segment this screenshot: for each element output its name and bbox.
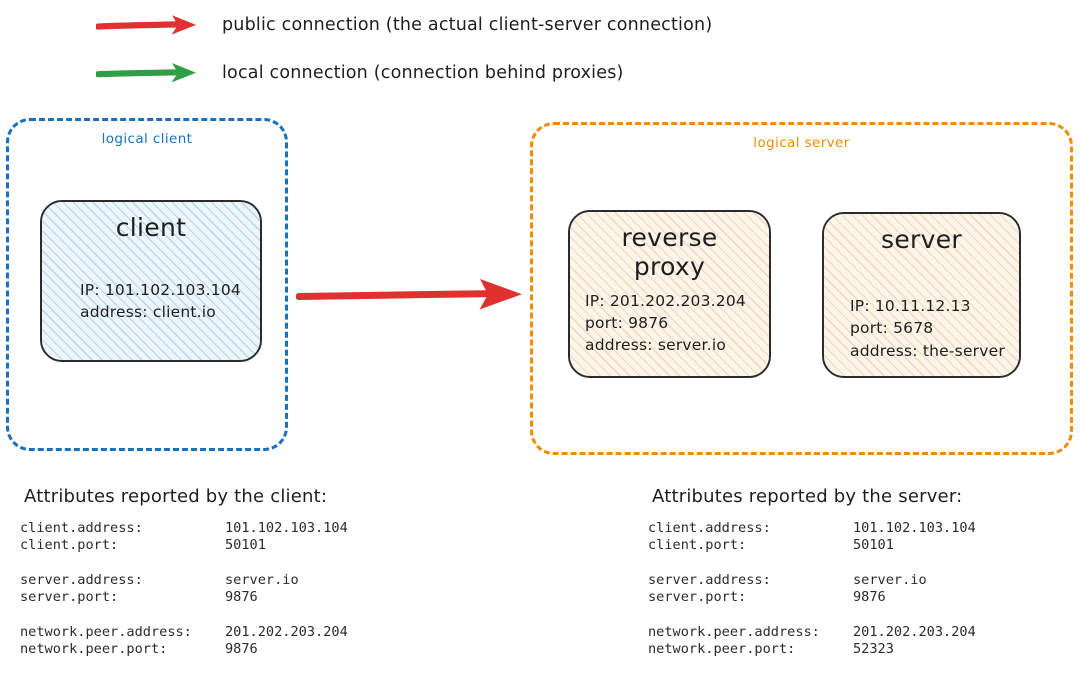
table-row: network.peer.address: 201.202.203.204 [648,624,976,641]
table-row: server.address: server.io [648,572,976,589]
public-connection-arrow [295,272,528,316]
logical-server-caption: logical server [753,135,850,151]
attr-value: 9876 [853,589,886,605]
node-server-ip: IP: 10.11.12.13 [850,296,971,315]
node-client-address: address: client.io [80,303,216,322]
attr-key: network.peer.port: [20,641,168,657]
table-row-spacer [20,554,348,572]
table-row: network.peer.port: 9876 [20,641,348,658]
table-row-spacer [648,606,976,624]
attr-value: 101.102.103.104 [225,520,348,536]
attr-key: network.peer.address: [20,624,192,640]
node-reverse-proxy-details: IP: 201.202.203.204 port: 9876 address: … [570,282,769,357]
table-row: client.address: 101.102.103.104 [648,520,976,537]
attr-value: 101.102.103.104 [853,520,976,536]
table-row: client.address: 101.102.103.104 [20,520,348,537]
green-arrow-icon [94,60,204,86]
spacer-cell [225,606,348,624]
client-hatch-fill [42,202,260,360]
table-row: client.port: 50101 [20,537,348,554]
logical-server-container: logical server [530,122,1073,455]
attr-key: server.address: [648,572,771,588]
attr-value: 201.202.203.204 [853,624,976,640]
attr-value: 9876 [225,589,258,605]
attributes-panel-server: Attributes reported by the server: clien… [648,486,976,658]
table-row-spacer [20,606,348,624]
attr-value: 9876 [225,641,258,657]
legend-label-public-connection: public connection (the actual client-ser… [222,15,713,35]
node-reverse-proxy-address: address: server.io [585,336,727,355]
table-row: network.peer.port: 52323 [648,641,976,658]
attr-value: 50101 [853,537,894,553]
node-server-details: IP: 10.11.12.13 port: 5678 address: the-… [824,255,1019,362]
spacer-cell [225,554,348,572]
attr-value: server.io [225,572,299,588]
attr-key: client.port: [20,537,119,553]
attr-key: server.port: [648,589,747,605]
node-reverse-proxy-title-line2: proxy [633,251,706,281]
attributes-server-heading: Attributes reported by the server: [652,486,963,507]
node-reverse-proxy-title-line1: reverse [621,223,718,252]
legend-item-local-connection: local connection (connection behind prox… [94,60,624,86]
attributes-server-table: client.address: 101.102.103.104 client.p… [648,520,976,658]
node-server-title: server [881,225,962,254]
attr-key: server.address: [20,572,143,588]
attr-key: network.peer.address: [648,624,820,640]
node-client-title: client [115,213,187,242]
spacer-cell [20,606,225,624]
spacer-cell [20,554,225,572]
table-row: server.address: server.io [20,572,348,589]
server-hatch-fill [824,214,1019,376]
node-client-ip: IP: 101.102.103.104 [80,280,241,299]
attr-value: 201.202.203.204 [225,624,348,640]
node-reverse-proxy-port: port: 9876 [585,313,669,332]
attr-value: 52323 [853,641,894,657]
node-client-details: IP: 101.102.103.104 address: client.io [42,243,260,324]
red-arrow-icon [94,12,204,38]
node-server-address: address: the-server [850,341,1005,360]
attr-key: client.address: [20,520,143,536]
table-row-spacer [648,554,976,572]
attributes-client-table: client.address: 101.102.103.104 client.p… [20,520,348,658]
node-reverse-proxy: reverse proxy IP: 201.202.203.204 port: … [568,210,771,378]
logical-client-container: logical client [6,118,288,451]
attr-key: client.address: [648,520,771,536]
spacer-cell [853,606,976,624]
attr-key: server.port: [20,589,119,605]
attr-value: 50101 [225,537,266,553]
attributes-client-heading: Attributes reported by the client: [24,486,328,507]
spacer-cell [648,554,853,572]
table-row: client.port: 50101 [648,537,976,554]
legend-label-local-connection: local connection (connection behind prox… [222,63,624,83]
spacer-cell [853,554,976,572]
attr-value: server.io [853,572,927,588]
attributes-panel-client: Attributes reported by the client: clien… [20,486,348,658]
reverse-proxy-hatch-fill [570,212,769,376]
node-reverse-proxy-ip: IP: 201.202.203.204 [585,291,746,310]
node-server-port: port: 5678 [850,319,934,338]
attr-key: network.peer.port: [648,641,796,657]
logical-client-caption: logical client [101,131,193,147]
table-row: server.port: 9876 [20,589,348,606]
node-server: server IP: 10.11.12.13 port: 5678 addres… [822,212,1021,378]
legend-item-public-connection: public connection (the actual client-ser… [94,12,713,38]
table-row: network.peer.address: 201.202.203.204 [20,624,348,641]
table-row: server.port: 9876 [648,589,976,606]
attr-key: client.port: [648,537,747,553]
node-client: client IP: 101.102.103.104 address: clie… [40,200,262,362]
spacer-cell [648,606,853,624]
node-reverse-proxy-title: reverse proxy [570,212,769,282]
